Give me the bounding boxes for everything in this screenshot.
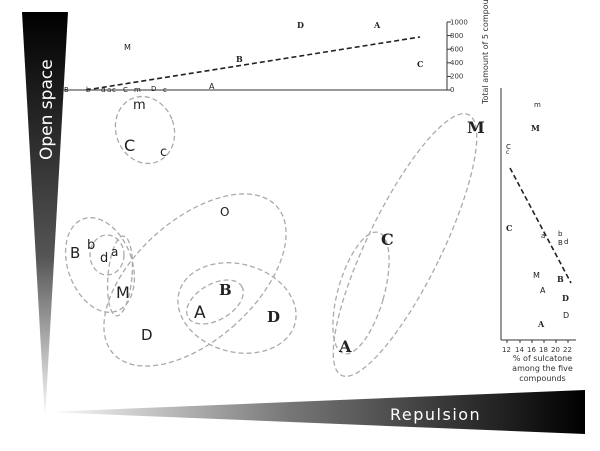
- group-ellipse-small-bda: [89, 234, 125, 276]
- point-label: D: [562, 293, 569, 303]
- open-space-axis: Open space: [22, 12, 68, 420]
- y-axis-title: Total amount of 5 compounds (ng): [481, 0, 490, 105]
- group-ellipse-ab: [186, 279, 244, 325]
- point-label: b: [87, 238, 95, 253]
- point-label: c: [112, 86, 116, 94]
- y-tick-label: 200: [450, 73, 463, 81]
- repulsion-axis: Repulsion: [45, 390, 585, 434]
- group-ellipses: [64, 95, 478, 377]
- point-label: m: [134, 86, 141, 94]
- point-label: a: [111, 245, 118, 259]
- point-label: A: [338, 337, 352, 356]
- y-tick-label: 800: [450, 32, 463, 40]
- x-tick-label: 18: [539, 346, 548, 354]
- inset-right-chart: 12 14 16 18 20 22 % of sulcatone among t…: [500, 88, 576, 383]
- point-label: O: [220, 205, 229, 219]
- x-tick-label: 14: [515, 346, 524, 354]
- point-label: C: [417, 59, 423, 69]
- point-label: B: [557, 274, 564, 284]
- x-axis-title: % of sulcatone among the five compounds: [512, 354, 573, 383]
- point-label: A: [194, 303, 206, 323]
- point-label: d: [101, 86, 105, 94]
- point-label: A: [209, 82, 215, 91]
- point-label: m: [133, 98, 146, 113]
- trend-line: [85, 36, 421, 91]
- point-label: D: [151, 85, 156, 93]
- point-label: B: [236, 54, 243, 64]
- point-label: a: [541, 232, 545, 240]
- point-label: B: [219, 281, 232, 299]
- point-label: a: [107, 86, 111, 94]
- y-tick-label: 400: [450, 59, 463, 67]
- point-label: C: [506, 223, 512, 233]
- point-label: A: [540, 286, 546, 295]
- point-label: b: [86, 86, 91, 94]
- point-label: M: [124, 43, 131, 52]
- point-label: B: [64, 86, 69, 94]
- point-label: B: [70, 244, 80, 262]
- group-ellipse-m: [106, 235, 134, 317]
- x-tick-label: 16: [527, 346, 536, 354]
- point-label: c: [160, 145, 167, 160]
- group-ellipse-mca: [332, 113, 478, 377]
- point-label: M: [116, 283, 130, 302]
- y-tick-label: 1000: [450, 19, 468, 27]
- x-tick-label: 12: [502, 346, 511, 354]
- point-label: A: [373, 20, 381, 30]
- point-label: b: [558, 230, 563, 238]
- point-label: M: [531, 123, 540, 133]
- point-label: C: [123, 86, 128, 94]
- point-label: d: [564, 238, 568, 246]
- point-label: C: [124, 136, 135, 155]
- point-label: c: [163, 86, 167, 94]
- point-label: B: [558, 239, 563, 247]
- y-tick-label: 600: [450, 46, 463, 54]
- y-tick-label: 0: [450, 86, 454, 94]
- point-label: M: [467, 118, 485, 137]
- inset-top-chart: 1000 800 600 400 200 0 Total amount of 5…: [62, 0, 490, 105]
- point-label: C: [381, 230, 394, 249]
- point-label: D: [563, 311, 569, 320]
- point-label: D: [267, 308, 280, 326]
- point-label: c: [506, 149, 509, 156]
- point-label: M: [533, 271, 540, 280]
- main-plot-points: B b d a M D O A B D C c m M C A: [70, 98, 485, 356]
- point-label: A: [537, 319, 545, 329]
- x-axis-title-box: % of sulcatone among the five compounds: [512, 354, 573, 383]
- trend-line: [509, 167, 572, 284]
- x-tick-label: 22: [563, 346, 572, 354]
- point-label: d: [100, 251, 108, 266]
- x-tick-label: 20: [551, 346, 560, 354]
- repulsion-label: Repulsion: [390, 405, 481, 424]
- group-ellipse-large: [103, 193, 287, 367]
- open-space-label: Open space: [37, 59, 57, 160]
- group-ellipse-cmc: [114, 95, 176, 165]
- group-ellipse-bbda: [64, 217, 136, 313]
- group-ellipse-ca: [332, 231, 390, 355]
- point-label: m: [534, 101, 541, 109]
- point-label: C: [506, 143, 511, 151]
- group-ellipse-abd: [177, 262, 297, 354]
- point-label: D: [297, 20, 304, 30]
- point-label: D: [141, 326, 153, 344]
